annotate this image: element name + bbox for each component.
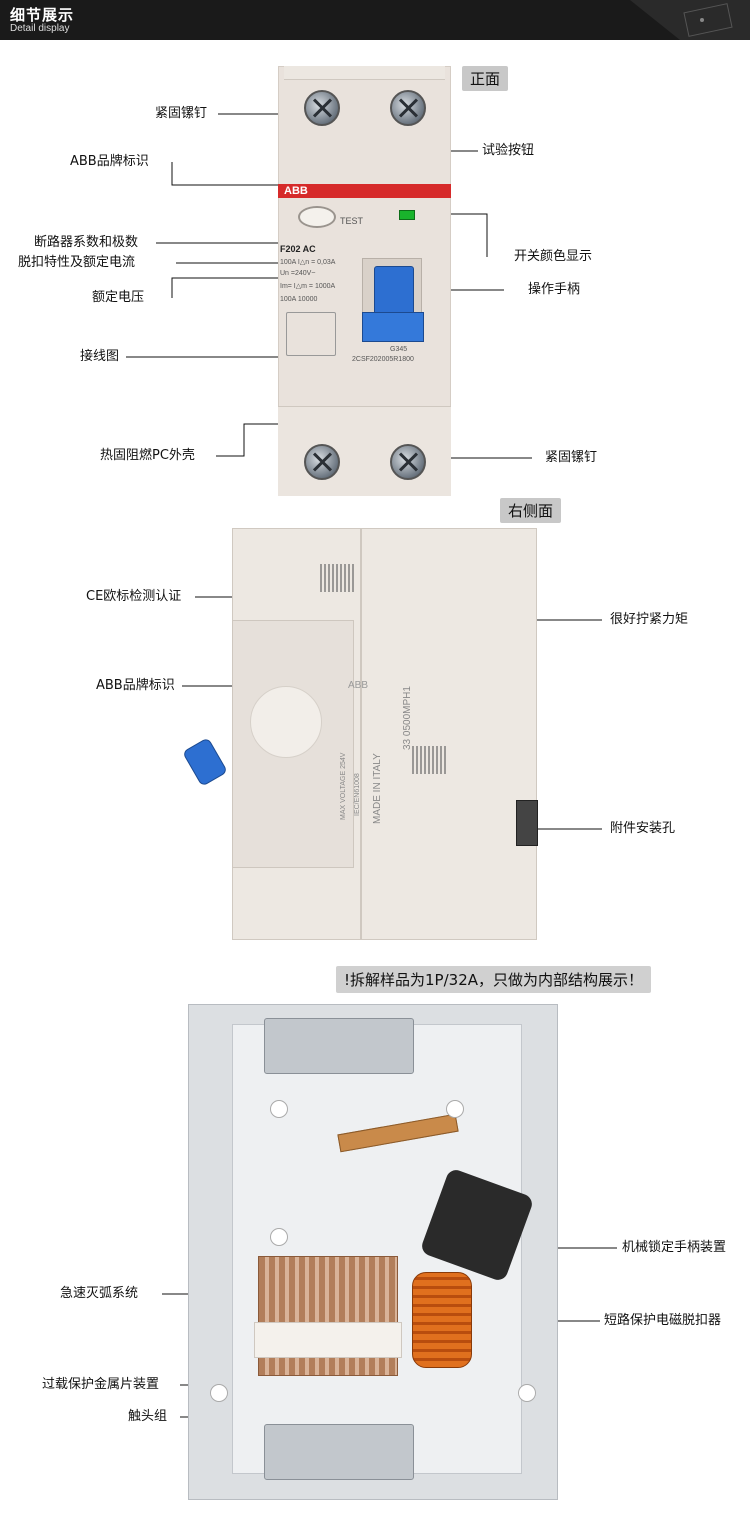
label-rated-voltage: 额定电压 bbox=[92, 290, 145, 305]
label-test-button: 试验按钮 bbox=[482, 143, 535, 158]
rivet bbox=[446, 1100, 464, 1118]
header-subtitle: Detail display bbox=[10, 23, 70, 34]
label-screw-top: 紧固镙钉 bbox=[155, 106, 208, 121]
label-screw-bottom: 紧固镙钉 bbox=[545, 450, 598, 465]
test-label: TEST bbox=[340, 216, 364, 226]
brand-logo: ABB bbox=[284, 185, 308, 197]
standard-text: IEC/EN61008 bbox=[354, 773, 361, 816]
wiring-diagram bbox=[286, 312, 336, 356]
section-header: 细节展示 Detail display bbox=[0, 0, 750, 40]
label-side-brand: ABB品牌标识 bbox=[96, 678, 175, 693]
qr-code bbox=[320, 564, 354, 592]
label-brand-mark: ABB品牌标识 bbox=[70, 154, 149, 169]
label-lock: 机械锁定手柄装置 bbox=[622, 1240, 727, 1255]
label-magnetic: 短路保护电磁脱扣器 bbox=[604, 1313, 722, 1328]
label-wiring: 接线图 bbox=[80, 349, 120, 364]
label-switch-color: 开关颜色显示 bbox=[514, 249, 593, 264]
breaker-front-image: ABB TEST F202 AC 100A I△n = 0,03A Un =24… bbox=[278, 66, 451, 496]
spec-line: 100A I△n = 0,03A bbox=[280, 259, 336, 266]
arc-chute-plate bbox=[254, 1322, 402, 1358]
label-shell: 热固阻燃PC外壳 bbox=[100, 448, 195, 463]
label-arc: 急速灭弧系统 bbox=[60, 1286, 139, 1301]
bottom-terminal bbox=[264, 1424, 414, 1480]
rivet bbox=[518, 1384, 536, 1402]
label-accessory: 附件安装孔 bbox=[610, 821, 676, 836]
label-ce: CE欧标检测认证 bbox=[86, 589, 182, 604]
test-button bbox=[298, 206, 336, 228]
screw-icon bbox=[304, 90, 340, 126]
breaker-top-cap bbox=[284, 66, 445, 80]
side-handle bbox=[182, 737, 228, 787]
magnetic-coil bbox=[412, 1272, 472, 1368]
label-trip-current: 脱扣特性及额定电流 bbox=[18, 255, 136, 270]
spec-line: Im= I△m = 1000A bbox=[280, 283, 336, 290]
spec-line: Un =240V~ bbox=[280, 270, 316, 277]
side-seam bbox=[360, 528, 362, 940]
code-text: 33 0500MPH1 bbox=[402, 686, 413, 750]
top-terminal bbox=[264, 1018, 414, 1074]
rivet bbox=[270, 1100, 288, 1118]
code-bottom: 2CSF202005R1800 bbox=[352, 356, 414, 363]
header-decoration bbox=[630, 0, 750, 40]
status-indicator bbox=[399, 210, 415, 220]
brand-mark-embossed: ABB bbox=[348, 680, 369, 691]
operating-handle-base bbox=[362, 312, 424, 342]
model-text: F202 AC bbox=[280, 244, 316, 254]
label-series-poles: 断路器系数和极数 bbox=[34, 235, 139, 250]
label-torque: 很好拧紧力矩 bbox=[610, 612, 689, 627]
breaker-interior-image bbox=[188, 1004, 558, 1500]
screw-icon bbox=[390, 90, 426, 126]
accessory-hole bbox=[516, 800, 538, 846]
label-handle: 操作手柄 bbox=[528, 282, 581, 297]
screw-icon bbox=[390, 444, 426, 480]
spec-line: 100A 10000 bbox=[280, 296, 318, 303]
made-in-text: MADE IN ITALY bbox=[372, 753, 383, 824]
code-top: G345 bbox=[390, 346, 408, 353]
warning-banner: !拆解样品为1P/32A，只做为内部结构展示！ bbox=[336, 966, 652, 993]
header-title: 细节展示 bbox=[10, 6, 75, 24]
label-contact: 触头组 bbox=[128, 1409, 168, 1424]
side-tag: 右侧面 bbox=[500, 498, 562, 523]
arc-chute bbox=[258, 1256, 398, 1376]
screw-icon bbox=[304, 444, 340, 480]
voltage-text: MAX VOLTAGE 254V bbox=[340, 752, 347, 820]
rivet bbox=[270, 1228, 288, 1246]
rivet bbox=[210, 1384, 228, 1402]
front-tag: 正面 bbox=[462, 66, 509, 91]
brand-stripe bbox=[278, 184, 451, 198]
breaker-lower-shell bbox=[278, 406, 451, 496]
qr-code bbox=[412, 746, 446, 774]
breaker-side-image: ABB MADE IN ITALY 33 0500MPH1 MAX VOLTAG… bbox=[182, 520, 550, 950]
label-overload: 过载保护金属片装置 bbox=[42, 1377, 160, 1392]
side-round-mark bbox=[250, 686, 322, 758]
